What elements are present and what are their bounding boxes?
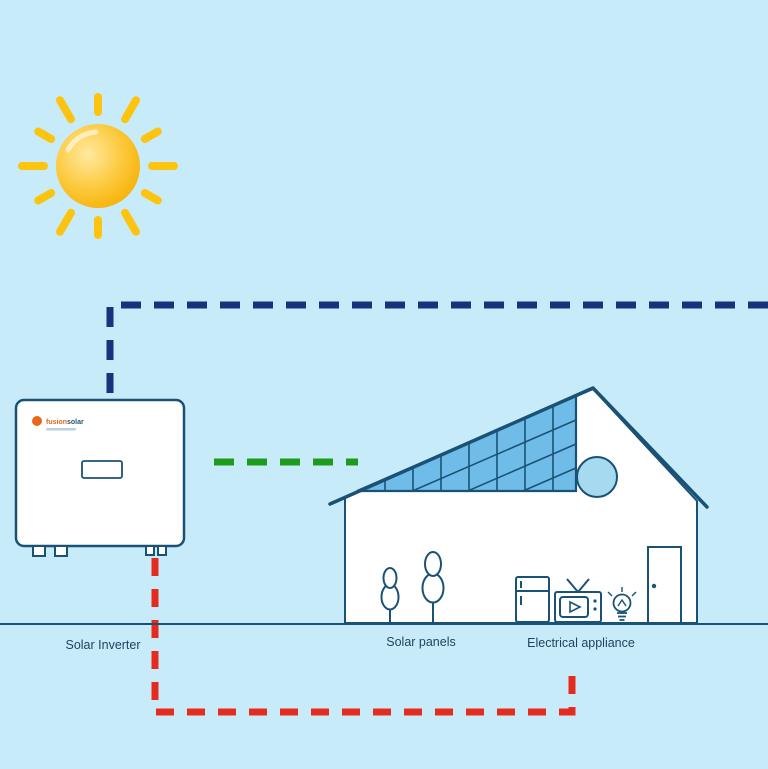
inverter-connectors: [32, 545, 167, 557]
sun-icon: [18, 93, 178, 239]
sun-highlight: [65, 129, 99, 153]
tree-icon: [421, 551, 445, 623]
inverter-logo: fusionsolar: [32, 416, 84, 431]
roof-line: [328, 386, 709, 509]
tree-icon: [380, 567, 400, 623]
brand-tagline-placeholder: [46, 428, 76, 431]
play-icon: [569, 600, 582, 614]
inverter-display: [81, 460, 123, 479]
house: [328, 386, 709, 624]
brand-text: fusionsolar: [46, 419, 84, 426]
round-window: [576, 456, 618, 498]
refrigerator-icon: [515, 576, 550, 623]
appliance-power-line-path: [151, 558, 576, 716]
brand-mark-icon: [32, 416, 42, 426]
tv-icon: [554, 578, 602, 623]
sun-body: [56, 124, 140, 208]
dc-power-line: [106, 301, 768, 397]
appliance-power-line: [151, 558, 576, 716]
dc-power-line-path: [106, 301, 768, 397]
sun-rays: [18, 93, 178, 239]
solar-inverter: fusionsolar: [14, 398, 186, 557]
door-knob: [651, 583, 657, 589]
door: [647, 546, 682, 624]
bulb-rays: [607, 587, 637, 597]
label-solar-panels: Solar panels: [386, 635, 456, 649]
label-solar-inverter: Solar Inverter: [65, 638, 140, 652]
lightbulb-icon: [607, 587, 637, 621]
label-electrical-appliance: Electrical appliance: [527, 636, 635, 650]
